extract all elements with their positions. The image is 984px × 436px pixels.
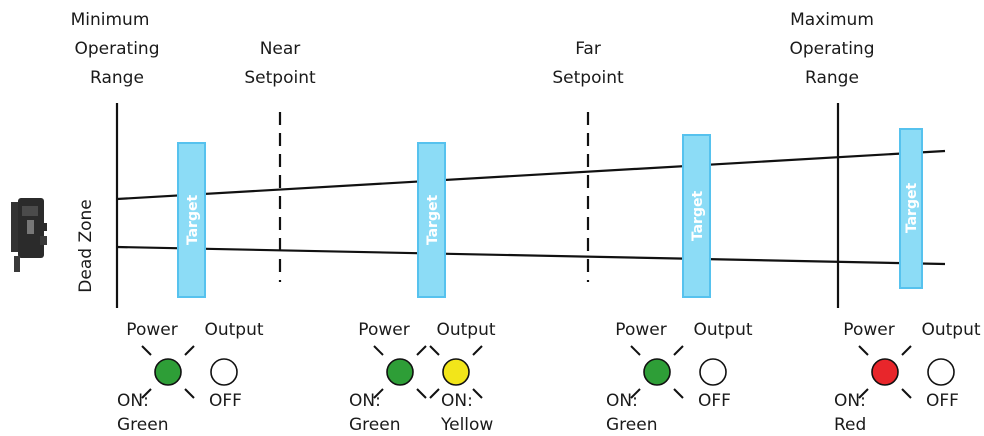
near-setpoint-label-line-2: Setpoint <box>244 68 316 88</box>
min-range-label-line-2: Operating <box>75 39 160 59</box>
output-led-icon <box>210 358 238 386</box>
max-range-label-line-1: Maximum <box>790 10 874 30</box>
power-status-text: Green <box>117 415 168 435</box>
power-status-text: ON: <box>117 391 149 411</box>
power-label: Power <box>358 320 409 340</box>
target-3: Target <box>682 134 711 298</box>
power-led-ray <box>141 345 152 356</box>
power-led-ray <box>673 345 684 356</box>
output-led-icon <box>442 358 470 386</box>
max-range-label: Maximum Operating Range <box>790 10 875 88</box>
power-led-icon <box>643 358 671 386</box>
power-status-text: ON: <box>834 391 866 411</box>
power-led-ray <box>141 388 152 399</box>
output-led-ray <box>472 388 483 399</box>
output-led-ray <box>429 345 440 356</box>
power-led-ray <box>630 345 641 356</box>
power-led-ray <box>184 345 195 356</box>
output-status-text: OFF <box>698 391 731 411</box>
sensor-device-icon <box>11 198 47 272</box>
near-setpoint-label-line-1: Near <box>260 39 301 59</box>
power-led-ray <box>630 388 641 399</box>
target-4-label: Target <box>904 183 920 234</box>
min-range-label: Minimum Operating Range <box>71 10 160 88</box>
beam-upper-line <box>116 149 946 201</box>
target-1-label: Target <box>185 195 201 246</box>
far-setpoint-label: Far Setpoint <box>552 39 624 88</box>
far-setpoint-label-line-2: Setpoint <box>552 68 624 88</box>
far-setpoint-label-line-1: Far <box>575 39 601 59</box>
output-label: Output <box>204 320 263 340</box>
power-led-icon <box>871 358 899 386</box>
target-1: Target <box>177 142 206 298</box>
output-led-ray <box>429 388 440 399</box>
power-led-ray <box>373 388 384 399</box>
output-label: Output <box>921 320 980 340</box>
power-led-ray <box>673 388 684 399</box>
power-led-ray <box>858 345 869 356</box>
max-range-label-line-3: Range <box>805 68 859 88</box>
power-led-icon <box>154 358 182 386</box>
power-led-ray <box>416 388 427 399</box>
target-2: Target <box>417 142 446 298</box>
power-label: Power <box>126 320 177 340</box>
output-status-text: OFF <box>209 391 242 411</box>
power-led-ray <box>184 388 195 399</box>
target-3-label: Target <box>690 191 706 242</box>
output-status-text: OFF <box>926 391 959 411</box>
dead-zone-label: Dead Zone <box>76 199 96 292</box>
output-led-icon <box>699 358 727 386</box>
output-status-text: ON: <box>441 391 473 411</box>
near-setpoint-label: Near Setpoint <box>244 39 316 88</box>
power-label: Power <box>843 320 894 340</box>
min-range-label-line-3: Range <box>90 68 144 88</box>
output-led-ray <box>472 345 483 356</box>
power-status-text: ON: <box>349 391 381 411</box>
power-led-ray <box>416 345 427 356</box>
power-status-text: Red <box>834 415 866 435</box>
target-4: Target <box>899 128 923 289</box>
power-status-text: Green <box>349 415 400 435</box>
power-status-text: ON: <box>606 391 638 411</box>
output-led-icon <box>927 358 955 386</box>
output-label: Output <box>693 320 752 340</box>
power-label: Power <box>615 320 666 340</box>
power-led-ray <box>373 345 384 356</box>
power-led-ray <box>858 388 869 399</box>
power-led-ray <box>901 388 912 399</box>
power-led-icon <box>386 358 414 386</box>
min-range-label-line-1: Minimum <box>71 10 150 30</box>
power-led-ray <box>901 345 912 356</box>
max-range-label-line-2: Operating <box>790 39 875 59</box>
power-status-text: Green <box>606 415 657 435</box>
output-status-text: Yellow <box>440 415 493 435</box>
beam-lower-line <box>116 245 946 266</box>
target-2-label: Target <box>425 195 441 246</box>
output-label: Output <box>436 320 495 340</box>
